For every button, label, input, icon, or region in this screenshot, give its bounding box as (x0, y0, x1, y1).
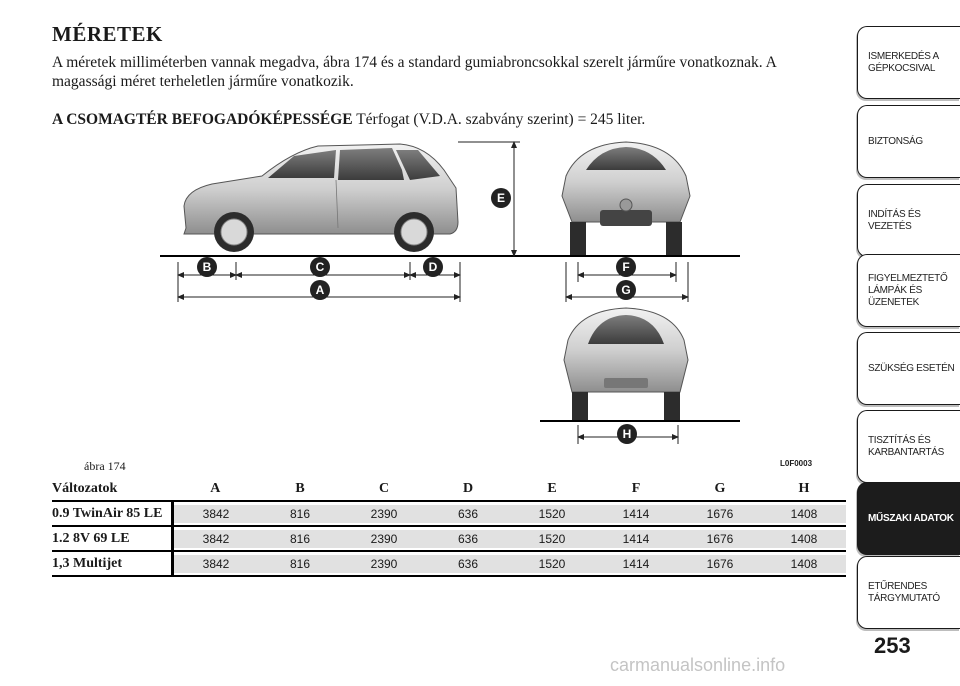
table-cell: 816 (258, 504, 342, 523)
table-header-cell: Változatok (52, 478, 173, 502)
table-cell: 3842 (174, 504, 258, 523)
table-header-cell: A (172, 478, 258, 502)
rear-view-car (563, 307, 689, 420)
table-header-cell: F (594, 478, 678, 502)
front-view-car (561, 141, 691, 256)
figure-caption: ábra 174 (84, 459, 126, 473)
tab-ismerkedes[interactable]: ISMERKEDÉS A GÉPKOCSIVAL (857, 26, 960, 99)
table-row: 1.2 8V 69 LE 3842 816 2390 636 1520 1414… (52, 526, 846, 552)
table-cell: 2390 (342, 504, 426, 523)
marker-e: E (497, 191, 505, 205)
table-cell: 1676 (678, 529, 762, 548)
tab-label: MŰSZAKI ADATOK (868, 512, 954, 524)
table-cell: 1414 (594, 504, 678, 523)
table-cell: 1520 (510, 529, 594, 548)
tab-label: FIGYELMEZTETŐ LÁMPÁK ÉS ÜZENETEK (868, 272, 948, 308)
table-cell: 1408 (762, 554, 846, 573)
dimensions-table: Változatok A B C D E F G H 0.9 TwinAir 8… (52, 478, 846, 577)
watermark: carmanualsonline.info (610, 655, 786, 675)
page-number: 253 (874, 633, 911, 658)
variant-name: 0.9 TwinAir 85 LE (52, 501, 174, 527)
table-cell: 636 (426, 504, 510, 523)
tab-targymutato[interactable]: ETŰRENDES TÁRGYMUTATÓ (857, 556, 960, 629)
tab-muszaki-adatok[interactable]: MŰSZAKI ADATOK (857, 482, 960, 555)
table-cell: 1520 (510, 504, 594, 523)
table-header-cell: D (426, 478, 510, 502)
variant-name: 1.2 8V 69 LE (52, 526, 174, 552)
table-cell: 3842 (174, 529, 258, 548)
tab-szukseg[interactable]: SZÜKSÉG ESETÉN (857, 332, 960, 405)
table-cell: 1408 (762, 529, 846, 548)
table-cell: 3842 (174, 554, 258, 573)
table-cell: 816 (258, 554, 342, 573)
tab-figyelmezteto[interactable]: FIGYELMEZTETŐ LÁMPÁK ÉS ÜZENETEK (857, 254, 960, 327)
table-cell: 2390 (342, 529, 426, 548)
table-cell: 1520 (510, 554, 594, 573)
tab-label: TISZTÍTÁS ÉS KARBANTARTÁS (868, 434, 945, 458)
table-cell: 636 (426, 529, 510, 548)
figure-code: L0F0003 (780, 459, 813, 468)
table-header-cell: C (342, 478, 426, 502)
marker-d: D (429, 260, 438, 274)
table-header-cell: B (258, 478, 342, 502)
table-cell: 1408 (762, 504, 846, 523)
table-cell: 1414 (594, 529, 678, 548)
table-cell: 636 (426, 554, 510, 573)
table-header-cell: H (762, 478, 846, 502)
tab-label: BIZTONSÁG (868, 135, 923, 147)
intro-paragraph: A méretek milliméterben vannak megadva, … (52, 54, 776, 90)
tab-label: SZÜKSÉG ESETÉN (868, 362, 955, 374)
tab-biztonsag[interactable]: BIZTONSÁG (857, 105, 960, 178)
table-header-row: Változatok A B C D E F G H (52, 478, 846, 502)
table-row: 0.9 TwinAir 85 LE 3842 816 2390 636 1520… (52, 501, 846, 527)
table-cell: 1414 (594, 554, 678, 573)
luggage-label: A CSOMAGTÉR BEFOGADÓKÉPESSÉGE (52, 111, 353, 128)
variant-name: 1,3 Multijet (52, 551, 174, 577)
tab-label: ETŰRENDES TÁRGYMUTATÓ (868, 580, 940, 604)
tab-tisztitas[interactable]: TISZTÍTÁS ÉS KARBANTARTÁS (857, 410, 960, 483)
marker-h: H (623, 427, 632, 441)
tab-label: INDÍTÁS ÉS VEZETÉS (868, 208, 921, 232)
table-cell: 2390 (342, 554, 426, 573)
dimension-figure: B C D A E F G H (160, 141, 740, 444)
tab-label: ISMERKEDÉS A GÉPKOCSIVAL (868, 50, 939, 74)
page-title: MÉRETEK (52, 22, 163, 46)
table-row: 1,3 Multijet 3842 816 2390 636 1520 1414… (52, 551, 846, 577)
table-header-cell: G (678, 478, 762, 502)
table-cell: 1676 (678, 504, 762, 523)
marker-g: G (621, 283, 630, 297)
marker-a: A (316, 283, 325, 297)
luggage-paragraph: A CSOMAGTÉR BEFOGADÓKÉPESSÉGE Térfogat (… (52, 110, 645, 129)
luggage-text: Térfogat (V.D.A. szabvány szerint) = 245… (352, 111, 646, 128)
tab-inditas[interactable]: INDÍTÁS ÉS VEZETÉS (857, 184, 960, 257)
side-view-car (183, 143, 459, 252)
marker-f: F (622, 260, 629, 274)
marker-b: B (203, 260, 212, 274)
marker-c: C (316, 260, 325, 274)
table-header-cell: E (510, 478, 594, 502)
table-cell: 1676 (678, 554, 762, 573)
table-cell: 816 (258, 529, 342, 548)
